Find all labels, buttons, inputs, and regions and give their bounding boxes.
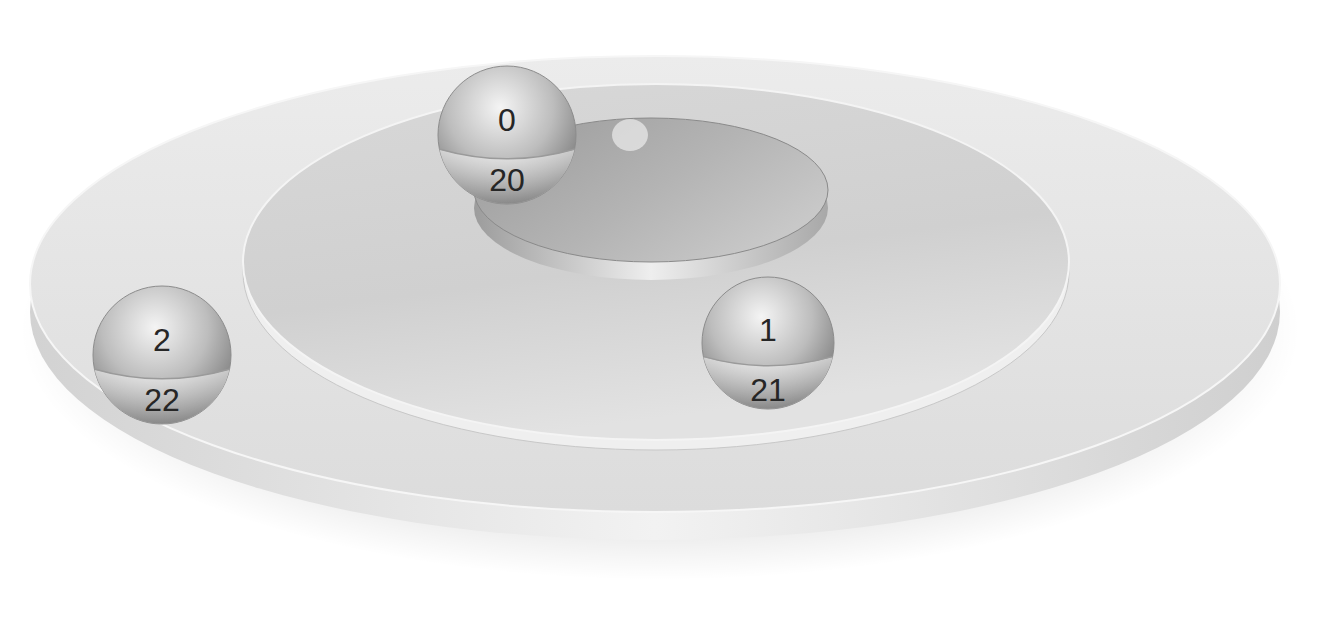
sphere-value: 20 [489,160,525,200]
sphere-number: 1 [759,310,777,350]
sphere-value: 22 [144,380,180,420]
sphere-node: 0 20 [437,65,577,205]
sphere-node: 222 [92,285,232,425]
sphere-value: 21 [750,370,786,410]
sphere-number: 2 [153,320,171,360]
sphere-node: 1 21 [701,276,835,410]
sphere-number: 0 [498,100,516,140]
